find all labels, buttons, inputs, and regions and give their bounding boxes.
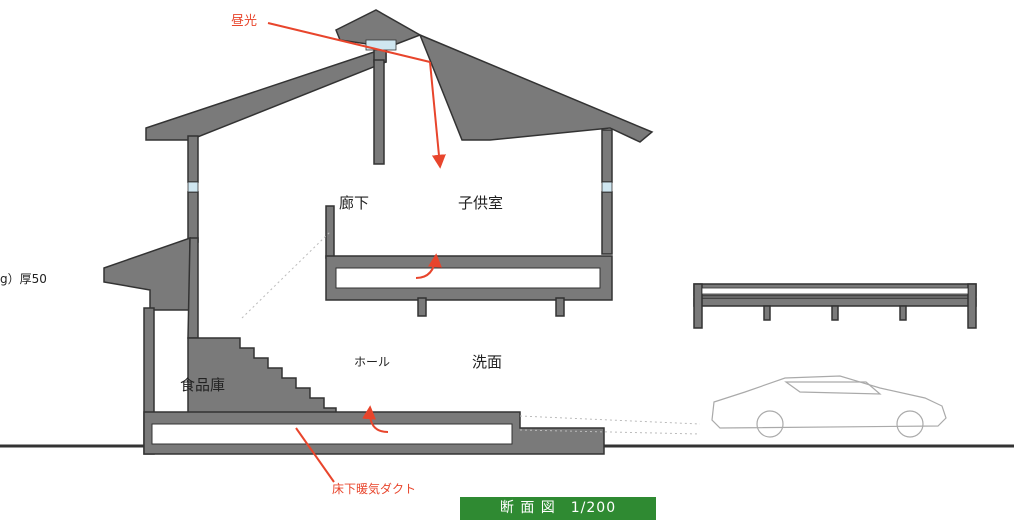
lower-roof [103, 236, 191, 311]
left-wall-upper [187, 135, 199, 183]
carport-hanger-1 [763, 305, 771, 321]
right-wall-upper [601, 129, 613, 183]
duct-leader [295, 427, 335, 483]
carport-post-right [967, 283, 977, 329]
carport-roof-inner [701, 287, 969, 295]
roof-left [145, 46, 387, 141]
guide-1 [241, 231, 331, 319]
carport-hanger-2 [831, 305, 839, 321]
annotations [267, 22, 446, 483]
guide-3 [519, 429, 701, 435]
column-2 [555, 297, 565, 317]
warm-air-arrow-upper [415, 253, 442, 279]
guide-2 [519, 415, 701, 425]
stair [187, 337, 337, 417]
kids-room-label: 子供室 [458, 194, 504, 212]
daylight-leader [267, 22, 431, 63]
warm-air-arrow-lower [362, 405, 389, 433]
windows [187, 39, 613, 193]
roof-ridge [335, 9, 422, 63]
carport-beam [693, 297, 977, 307]
central-wall [373, 59, 385, 165]
hall-label: ホール [354, 355, 391, 369]
window-right [601, 181, 613, 193]
duct-upper [335, 267, 601, 289]
window-left [187, 181, 199, 193]
house-section [103, 9, 654, 455]
roof-right [418, 33, 654, 143]
car-icon [711, 375, 947, 438]
washroom-label: 洗面 [472, 353, 503, 371]
column-1 [417, 297, 427, 317]
corridor-label: 廊下 [339, 194, 370, 212]
daylight-arrow [429, 61, 446, 169]
left-wall-mid [187, 191, 199, 243]
stair-wall [187, 237, 199, 339]
duct-lower [151, 423, 513, 445]
carport-post-left [693, 283, 703, 329]
carport-hanger-3 [899, 305, 907, 321]
right-wall-mid [601, 191, 613, 255]
daylight-label: 昼光 [231, 14, 258, 29]
cavities [151, 267, 601, 445]
drawing-title: 断 面 図 1/200 [460, 497, 656, 520]
insulation-label: g）厚50 [0, 272, 47, 286]
pantry-label: 食品庫 [180, 376, 226, 394]
corridor-wall [325, 205, 335, 259]
guide-lines [241, 231, 701, 435]
floor-duct-label: 床下暖気ダクト [332, 482, 417, 496]
